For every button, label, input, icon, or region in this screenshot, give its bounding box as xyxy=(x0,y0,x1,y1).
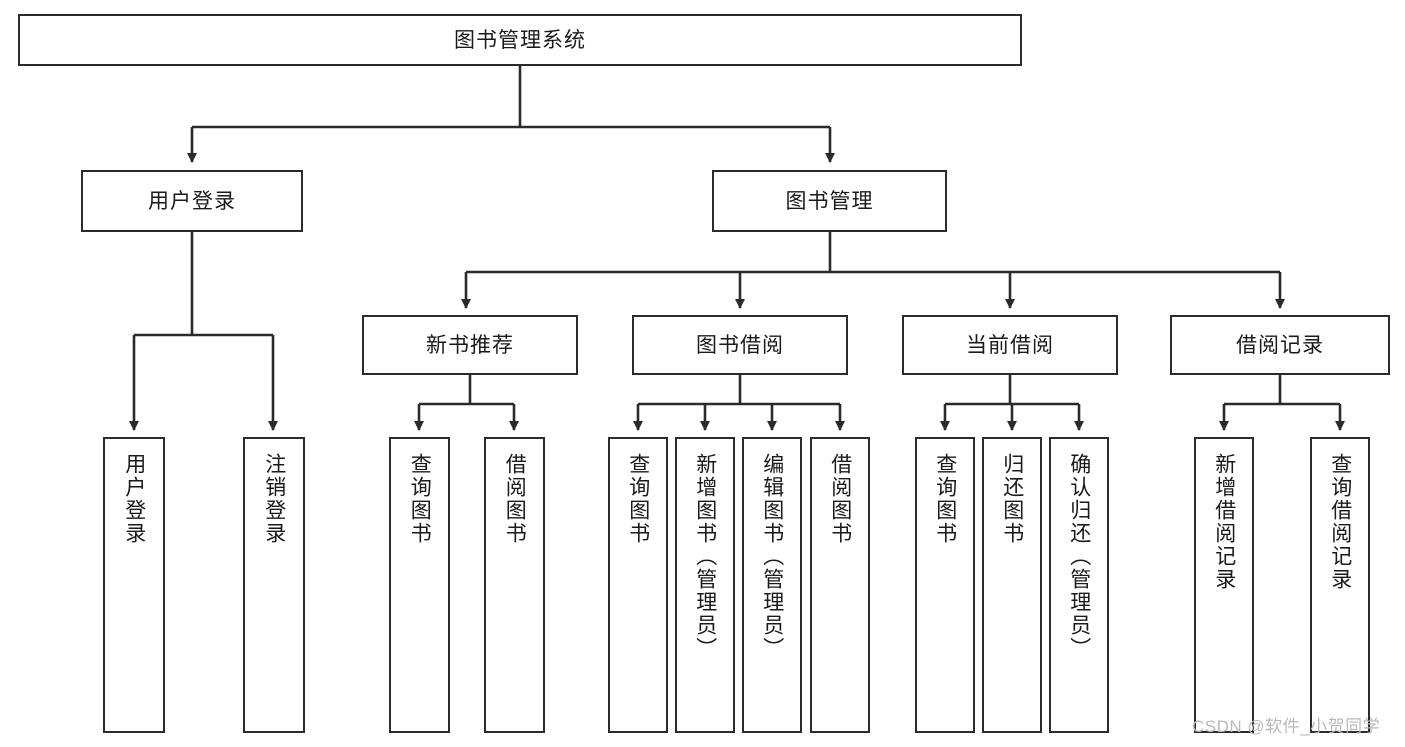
node-label: 借阅图书 xyxy=(828,453,852,545)
leaf-query-book-current[interactable]: 查询图书 xyxy=(915,437,975,733)
node-label: 注销登录 xyxy=(262,453,286,545)
node-book-borrow[interactable]: 图书借阅 xyxy=(632,315,848,375)
leaf-query-borrow-record[interactable]: 查询借阅记录 xyxy=(1310,437,1370,733)
node-label: 图书管理系统 xyxy=(454,28,586,52)
leaf-edit-book-admin[interactable]: 编辑图书（管理员） xyxy=(742,437,802,733)
node-label: 编辑图书（管理员） xyxy=(760,453,784,660)
leaf-query-book-borrow[interactable]: 查询图书 xyxy=(608,437,668,733)
node-new-book-recommend[interactable]: 新书推荐 xyxy=(362,315,578,375)
node-label: 图书管理 xyxy=(785,189,874,213)
node-current-borrow[interactable]: 当前借阅 xyxy=(902,315,1118,375)
leaf-add-book-admin[interactable]: 新增图书（管理员） xyxy=(675,437,735,733)
csdn-watermark: CSDN @软件_小贺同学 xyxy=(1192,717,1381,736)
node-book-management[interactable]: 图书管理 xyxy=(712,170,947,232)
node-label: 查询图书 xyxy=(626,453,650,545)
node-label: 确认归还（管理员） xyxy=(1067,453,1091,660)
node-label: 用户登录 xyxy=(148,189,236,213)
node-root-system[interactable]: 图书管理系统 xyxy=(18,14,1022,66)
node-label: 查询图书 xyxy=(933,453,957,545)
node-label: 新增借阅记录 xyxy=(1212,453,1236,591)
node-label: 图书借阅 xyxy=(696,333,784,357)
node-label: 借阅记录 xyxy=(1236,333,1324,357)
node-label: 借阅图书 xyxy=(503,453,527,545)
leaf-user-login[interactable]: 用户登录 xyxy=(103,437,165,733)
leaf-borrow-book-recommend[interactable]: 借阅图书 xyxy=(484,437,545,733)
node-label: 新书推荐 xyxy=(426,333,514,357)
node-label: 查询图书 xyxy=(408,453,432,545)
leaf-borrow-book[interactable]: 借阅图书 xyxy=(810,437,870,733)
leaf-add-borrow-record[interactable]: 新增借阅记录 xyxy=(1194,437,1254,733)
node-borrow-record[interactable]: 借阅记录 xyxy=(1170,315,1390,375)
node-label: 用户登录 xyxy=(122,453,146,545)
node-label: 归还图书 xyxy=(1000,453,1024,545)
leaf-query-book-recommend[interactable]: 查询图书 xyxy=(389,437,450,733)
node-user-login[interactable]: 用户登录 xyxy=(81,170,303,232)
leaf-user-logout[interactable]: 注销登录 xyxy=(243,437,305,733)
leaf-confirm-return-admin[interactable]: 确认归还（管理员） xyxy=(1049,437,1109,733)
node-label: 查询借阅记录 xyxy=(1328,453,1352,591)
leaf-return-book[interactable]: 归还图书 xyxy=(982,437,1042,733)
node-label: 当前借阅 xyxy=(966,333,1054,357)
node-label: 新增图书（管理员） xyxy=(693,453,717,660)
